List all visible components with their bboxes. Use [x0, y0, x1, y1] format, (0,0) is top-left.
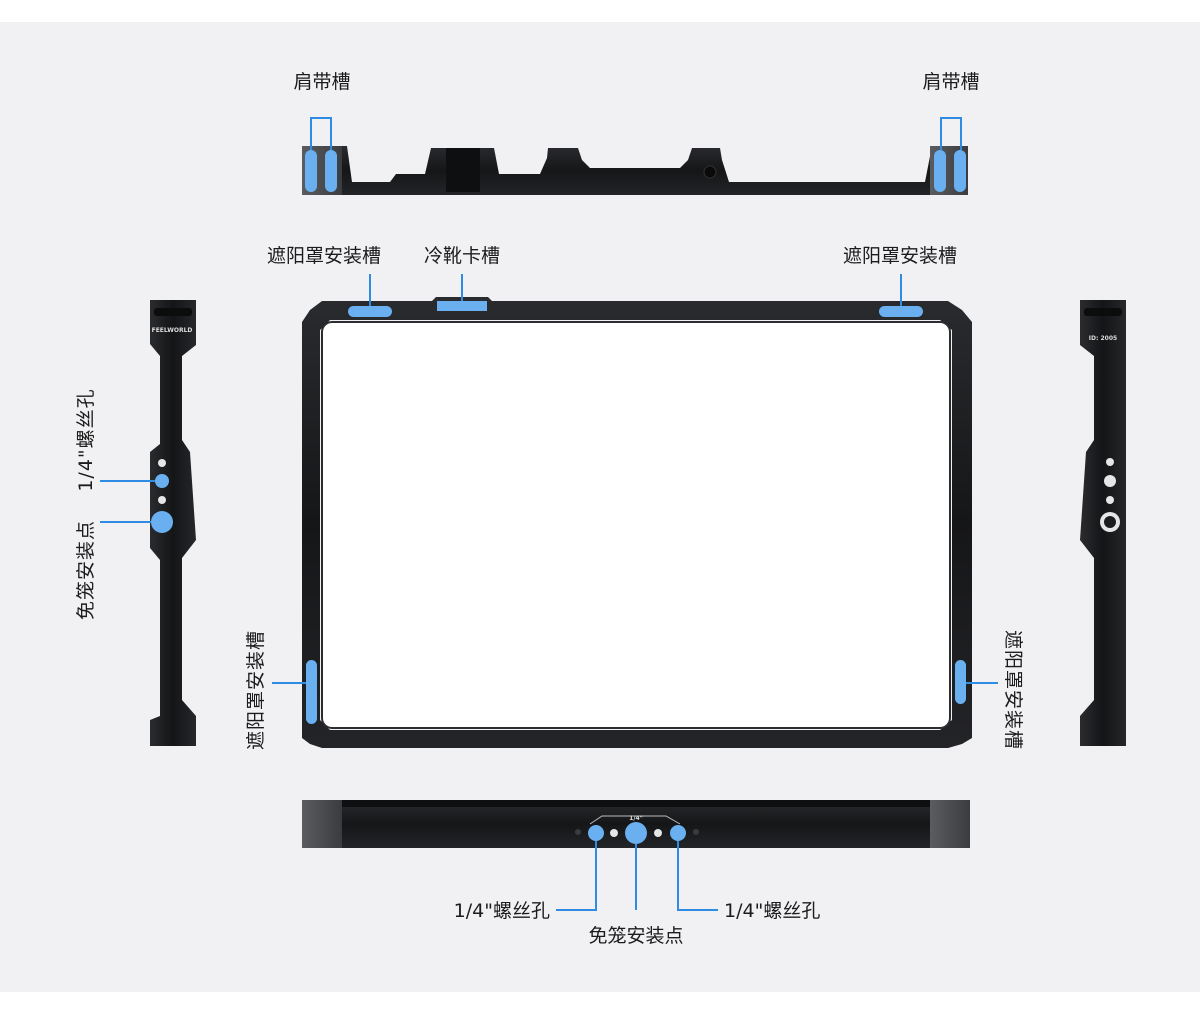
strap-slot-right-b: [954, 150, 966, 192]
strap-slot-right-leader: [940, 117, 962, 150]
left-screw-label: 1/4"螺丝孔: [75, 388, 97, 491]
sunhood-top-right-label: 遮阳罩安装槽: [843, 245, 957, 267]
right-side-small-hole-a: [1106, 458, 1114, 466]
cold-shoe-label: 冷靴卡槽: [424, 245, 500, 267]
bottom-view: 1/4" 1/4"螺丝孔 免笼安装点 1/4"螺丝孔: [302, 800, 970, 947]
strap-slot-left-b: [325, 150, 337, 192]
bottom-view-right-endcap: [930, 800, 970, 848]
bottom-view-size-bracket: [589, 815, 681, 825]
strap-slot-right-a: [934, 150, 946, 192]
left-side-top-slot: [154, 308, 192, 316]
front-screen-area: [321, 321, 951, 729]
cold-shoe-slot: [437, 301, 487, 311]
bottom-cage-free-mount: [625, 822, 647, 844]
strap-slot-left-a: [305, 150, 317, 192]
bottom-screw-left-label: 1/4"螺丝孔: [454, 900, 550, 922]
left-side-view: FEELWORLD 1/4"螺丝孔 免笼安装点: [75, 300, 196, 746]
left-side-cage-free-mount: [151, 511, 173, 533]
sunhood-top-left-label: 遮阳罩安装槽: [267, 245, 381, 267]
bottom-screw-right-leader: [677, 841, 718, 911]
sunhood-slot-right: [955, 660, 966, 704]
top-view-shoe-recess: [446, 148, 480, 192]
right-side-hole-b: [1104, 475, 1116, 487]
right-side-top-slot: [1084, 308, 1122, 316]
top-view-pin-hole: [703, 165, 717, 179]
left-side-small-hole-b: [158, 496, 166, 504]
right-side-view: ID: 2005: [1080, 300, 1126, 746]
bottom-small-hole-a: [575, 829, 581, 835]
sunhood-left-label: 遮阳罩安装槽: [245, 630, 267, 750]
bottom-small-hole-c: [654, 829, 662, 837]
front-view: 遮阳罩安装槽 冷靴卡槽 遮阳罩安装槽 遮阳罩安装槽 遮阳罩安装槽: [245, 245, 1024, 750]
left-mount-label: 免笼安装点: [75, 520, 97, 620]
sunhood-right-label: 遮阳罩安装槽: [1002, 630, 1024, 750]
bottom-view-left-endcap: [302, 800, 342, 848]
sunhood-slot-top-left: [348, 306, 392, 317]
top-view: 肩带槽 肩带槽: [293, 71, 980, 195]
left-side-body: [150, 300, 196, 746]
bottom-screw-hole-right: [670, 825, 686, 841]
bottom-view-top-lip: [342, 800, 930, 807]
right-side-large-hole-inner: [1104, 516, 1116, 528]
bottom-screw-left-leader: [556, 841, 597, 911]
strap-slot-left-leader: [310, 117, 332, 150]
left-side-small-hole-a: [158, 459, 166, 467]
left-side-brand: FEELWORLD: [152, 327, 193, 334]
bottom-view-size-marking: 1/4": [629, 815, 643, 822]
bottom-small-hole-d: [693, 829, 699, 835]
right-side-id: ID: 2005: [1089, 335, 1117, 342]
bottom-screw-hole-left: [588, 825, 604, 841]
bottom-screw-right-label: 1/4"螺丝孔: [724, 900, 820, 922]
right-side-small-hole-c: [1106, 496, 1114, 504]
left-side-screw-hole: [155, 474, 169, 488]
sunhood-slot-top-right: [879, 306, 923, 317]
bottom-small-hole-b: [610, 829, 618, 837]
bottom-mount-label: 免笼安装点: [588, 925, 683, 947]
sunhood-slot-left: [306, 660, 317, 724]
strap-slot-left-label: 肩带槽: [293, 71, 350, 93]
strap-slot-right-label: 肩带槽: [922, 71, 979, 93]
